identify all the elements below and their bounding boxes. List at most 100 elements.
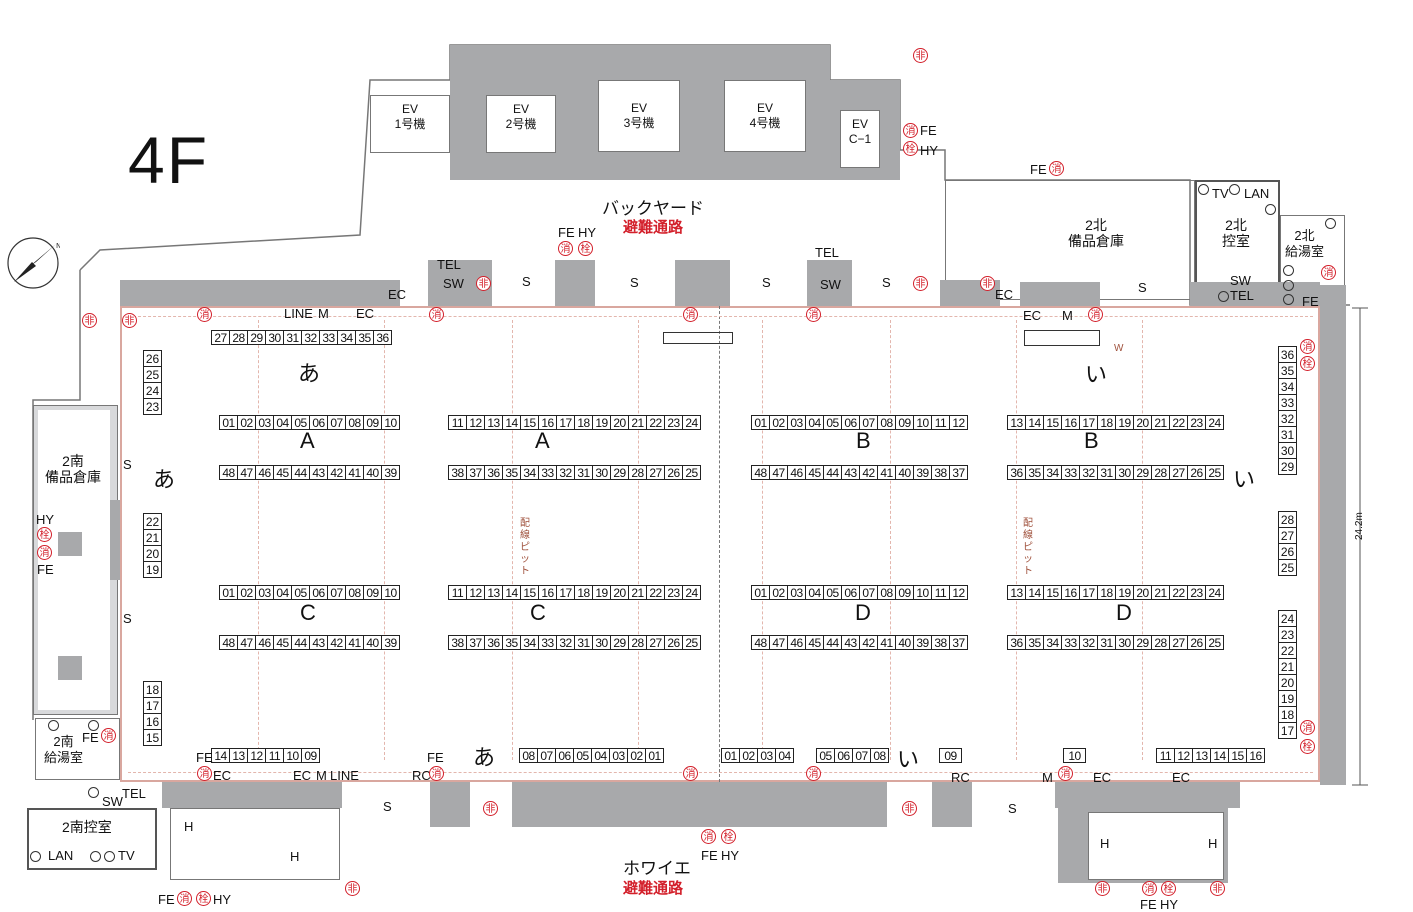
fe-label: FE [158, 892, 175, 907]
booth: 24 [1205, 415, 1224, 430]
booth: 18 [1278, 706, 1297, 723]
booth: 27 [646, 465, 665, 480]
booth: 28 [229, 330, 248, 345]
booth: 16 [1246, 748, 1265, 763]
booth: 19 [1115, 415, 1134, 430]
booth: 21 [143, 529, 162, 546]
sw-label: SW [443, 276, 464, 291]
booth: 10 [913, 415, 932, 430]
line-label: LINE [330, 768, 359, 783]
hy-label: HY [36, 512, 55, 527]
booth: 27 [646, 635, 665, 650]
booth: 01 [219, 585, 238, 600]
booth: 31 [1097, 465, 1116, 480]
booth: 26 [1187, 465, 1206, 480]
outlet-icon [1325, 218, 1336, 229]
booth: 30 [592, 635, 611, 650]
booth: 05 [816, 748, 835, 763]
booth: 40 [363, 635, 382, 650]
booth: 11 [265, 748, 284, 763]
booth: 27 [1278, 527, 1297, 544]
block-B-label: B [1084, 428, 1099, 453]
hall-divider [719, 306, 720, 782]
booth: 25 [143, 366, 162, 383]
s-label: S [762, 275, 771, 290]
booth: 37 [466, 635, 485, 650]
booth: 13 [229, 748, 248, 763]
booth: 20 [1133, 415, 1152, 430]
service-strip-right3 [1190, 282, 1320, 306]
booth: 07 [852, 748, 871, 763]
booth: 01 [751, 415, 770, 430]
s-label: S [522, 274, 531, 289]
s-label: S [383, 799, 392, 814]
booth: 30 [1115, 465, 1134, 480]
zone-i-label: い [1233, 467, 1256, 492]
south-strip-4 [932, 782, 972, 827]
booth: 47 [769, 635, 788, 650]
south-strip-5 [1055, 782, 1240, 808]
rc-label: RC [412, 768, 431, 783]
booth: 18 [1097, 585, 1116, 600]
booth: 21 [628, 585, 647, 600]
booth: 40 [895, 465, 914, 480]
booth: 29 [1133, 635, 1152, 650]
fe-label: FE [37, 562, 54, 577]
fire-extinguisher-icon: 消 [1300, 720, 1315, 735]
fe-label: FE [558, 225, 575, 240]
fe-label: FE [196, 750, 213, 765]
compass-icon: N [6, 236, 61, 290]
booth: 10 [381, 585, 400, 600]
booth: 28 [628, 635, 647, 650]
hydrant-icon: 栓 [196, 891, 211, 906]
south-kitchen-room [35, 718, 120, 780]
booth: 17 [556, 415, 575, 430]
fe-label: FE [82, 730, 99, 745]
s-label: S [1008, 801, 1017, 816]
booth: 37 [949, 635, 968, 650]
ec-label: EC [293, 768, 312, 783]
fire-extinguisher-icon: 消 [1300, 339, 1315, 354]
booth: 26 [664, 635, 683, 650]
fire-extinguisher-icon: 消 [1088, 307, 1103, 322]
booth: 22 [143, 513, 162, 530]
booth: 21 [628, 415, 647, 430]
emergency-exit-icon: 非 [1210, 881, 1225, 896]
booth: 23 [1187, 415, 1206, 430]
booth: 44 [291, 635, 310, 650]
m-label: M [316, 768, 327, 783]
ec-label: EC [1172, 770, 1191, 785]
booth: 20 [610, 585, 629, 600]
booth: 03 [757, 748, 776, 763]
fire-extinguisher-icon: 消 [177, 891, 192, 906]
booth: 26 [143, 350, 162, 367]
tel-label: TEL [437, 257, 461, 272]
booth: 13 [484, 415, 503, 430]
booth: 15 [520, 415, 539, 430]
booth: 29 [1133, 465, 1152, 480]
emergency-exit-icon: 非 [476, 276, 491, 291]
booth: 16 [1061, 415, 1080, 430]
booth: 35 [1278, 362, 1297, 379]
booth: 42 [859, 635, 878, 650]
fe-label: FE [920, 123, 937, 138]
hy-label: HY [213, 892, 232, 907]
booth: 43 [309, 465, 328, 480]
booth: 32 [1079, 465, 1098, 480]
booth: 41 [345, 465, 364, 480]
grid-line [128, 316, 1313, 317]
booth: 14 [1025, 585, 1044, 600]
rc-label: RC [951, 770, 970, 785]
booth: 10 [1063, 748, 1086, 763]
booth: 09 [363, 585, 382, 600]
booth: 14 [211, 748, 230, 763]
hydrant-icon: 栓 [1161, 881, 1176, 896]
pillar [58, 656, 82, 680]
